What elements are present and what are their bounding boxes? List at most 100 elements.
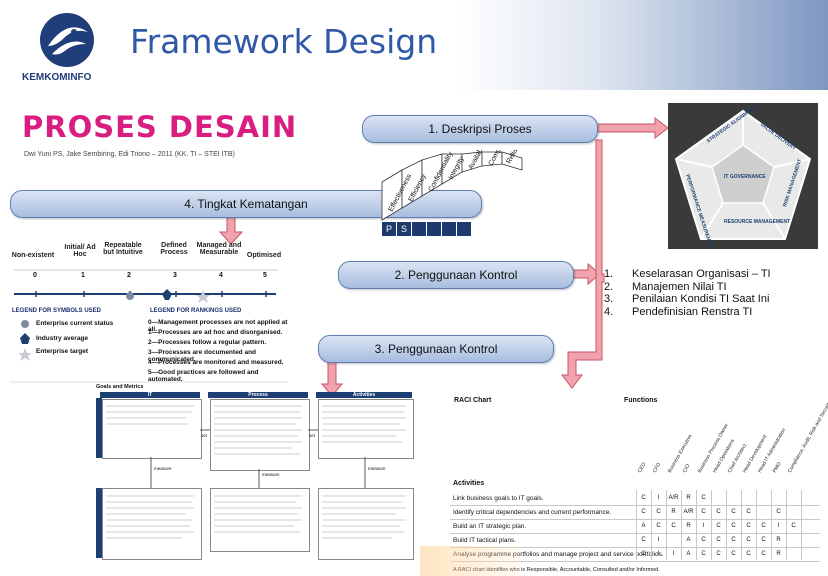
raci-cell: C [701,551,706,557]
raci-cell: C [791,523,796,529]
governance-pentagon: STRATEGIC ALIGNMENT VALUE DELIVERY IT GO… [668,103,818,249]
column-divider [741,490,742,560]
function-header: CIO [681,463,692,474]
level-number: 5 [263,272,267,279]
raci-cell: C [641,551,646,557]
column-divider [771,490,772,560]
outputs-list: 1.Keselarasan Organisasi – TI 2.Manajeme… [604,268,771,318]
legend-ranking-item: 2—Processes follow a regular pattern. [148,339,267,346]
activity-goals-box [318,399,414,459]
legend-ranking-item: 3—Processes are documented and communica… [148,349,257,363]
raci-cell: I [657,537,660,543]
level-label: Repeatable but Intuitive [103,242,143,256]
activity-metrics-box [318,488,414,560]
raci-cell: C [641,495,646,501]
raci-cell: C [746,523,751,529]
function-header: Head IT Administration [756,427,788,474]
column-divider [726,490,727,560]
goals-metrics-diagram: Goals and Metrics IT Process Activities … [96,384,414,576]
header-banner [0,0,828,90]
raci-cell: C [731,551,736,557]
list-text: Penilaian Kondisi TI Saat Ini [632,293,770,305]
table-row: Link business goals to IT goals. [453,495,544,502]
raci-cell: C [731,523,736,529]
header-it: IT [100,392,200,398]
legend-ranking-item: 5—Good practices are followed and automa… [148,369,259,383]
column-divider [756,490,757,560]
ps-cell [442,222,456,236]
current-status-icon [21,320,29,328]
kemkominfo-logo [40,13,94,67]
legend-symbol-item: Industry average [36,335,89,342]
page-title: Framework Design [130,22,438,61]
ps-label-s: S [397,222,411,236]
list-text: Manajemen Nilai TI [632,280,727,293]
decorative-fade [420,546,520,576]
raci-cell [786,506,801,519]
level-number: 0 [33,272,37,279]
table-row: Identify critical dependencies and curre… [453,509,612,516]
column-divider [651,490,652,560]
step-process-description: 1. Deskripsi Proses [362,115,598,143]
function-header: Compliance, Audit, Risk and Security [786,399,828,474]
raci-cell: C [701,495,706,501]
list-item: 4.Pendefinisian Renstra TI [604,306,771,319]
it-goals-box [102,399,202,459]
function-header: CEO [636,461,648,474]
raci-cell: R [686,495,691,501]
legend-ranking-item: 0—Management processes are not applied a… [148,319,288,333]
raci-cell [756,506,771,519]
raci-cell: R [776,537,781,543]
level-label: Managed and Measurable [196,242,242,256]
ps-label-p: P [382,222,396,236]
band-metrics [96,488,102,558]
raci-cell: C [761,537,766,543]
column-divider [696,490,697,560]
row-divider [450,547,820,548]
raci-title: RACI Chart [454,397,492,404]
ps-bar: P S [382,222,478,236]
raci-cell: A [686,537,691,543]
ps-cell [427,222,441,236]
raci-cell: C [746,551,751,557]
column-divider [711,490,712,560]
row-divider [450,561,820,562]
maturity-markers [126,289,210,303]
list-item: 1.Keselarasan Organisasi – TI [604,268,771,281]
functions-title: Functions [624,397,658,404]
raci-cell: I [777,523,780,529]
raci-cell: C [716,509,721,515]
list-text: Keselarasan Organisasi – TI [632,268,771,280]
industry-average-icon [20,333,30,344]
pentagon-shape: STRATEGIC ALIGNMENT VALUE DELIVERY IT GO… [674,105,812,249]
arrow-down-maturity [218,215,244,245]
raci-cell: A/R [668,495,679,501]
raci-cell: C [776,509,781,515]
arrow-down-goals [320,360,344,397]
raci-cell: R [671,509,676,515]
level-number: 1 [81,272,85,279]
it-metrics-box [102,488,202,560]
pentagon-label: RESOURCE MANAGEMENT [724,219,790,225]
measure-label: measure [368,466,386,471]
set-label: set [309,433,316,438]
legend-symbols-title: LEGEND FOR SYMBOLS USED [12,308,102,314]
information-criteria: Effectiveness Efficiency Confidentiality… [381,150,526,221]
level-number: 3 [173,272,177,279]
column-divider [681,490,682,560]
list-text: Pendefinisian Renstra TI [632,305,753,318]
row-divider [450,519,820,520]
set-label: set [201,433,208,438]
step-control-usage-3: 3. Penggunaan Kontrol [318,335,554,363]
level-label: Initial/ Ad Hoc [64,244,96,258]
legend-ranking-item: 1—Processes are ad hoc and disorganised. [148,329,283,336]
enterprise-target-icon [18,348,32,361]
column-divider [801,490,802,560]
marker-current [126,292,134,300]
raci-cell: C [701,509,706,515]
raci-cell [786,534,801,547]
raci-cell [756,492,771,505]
brand-name: KEMKOMINFO [22,72,92,83]
